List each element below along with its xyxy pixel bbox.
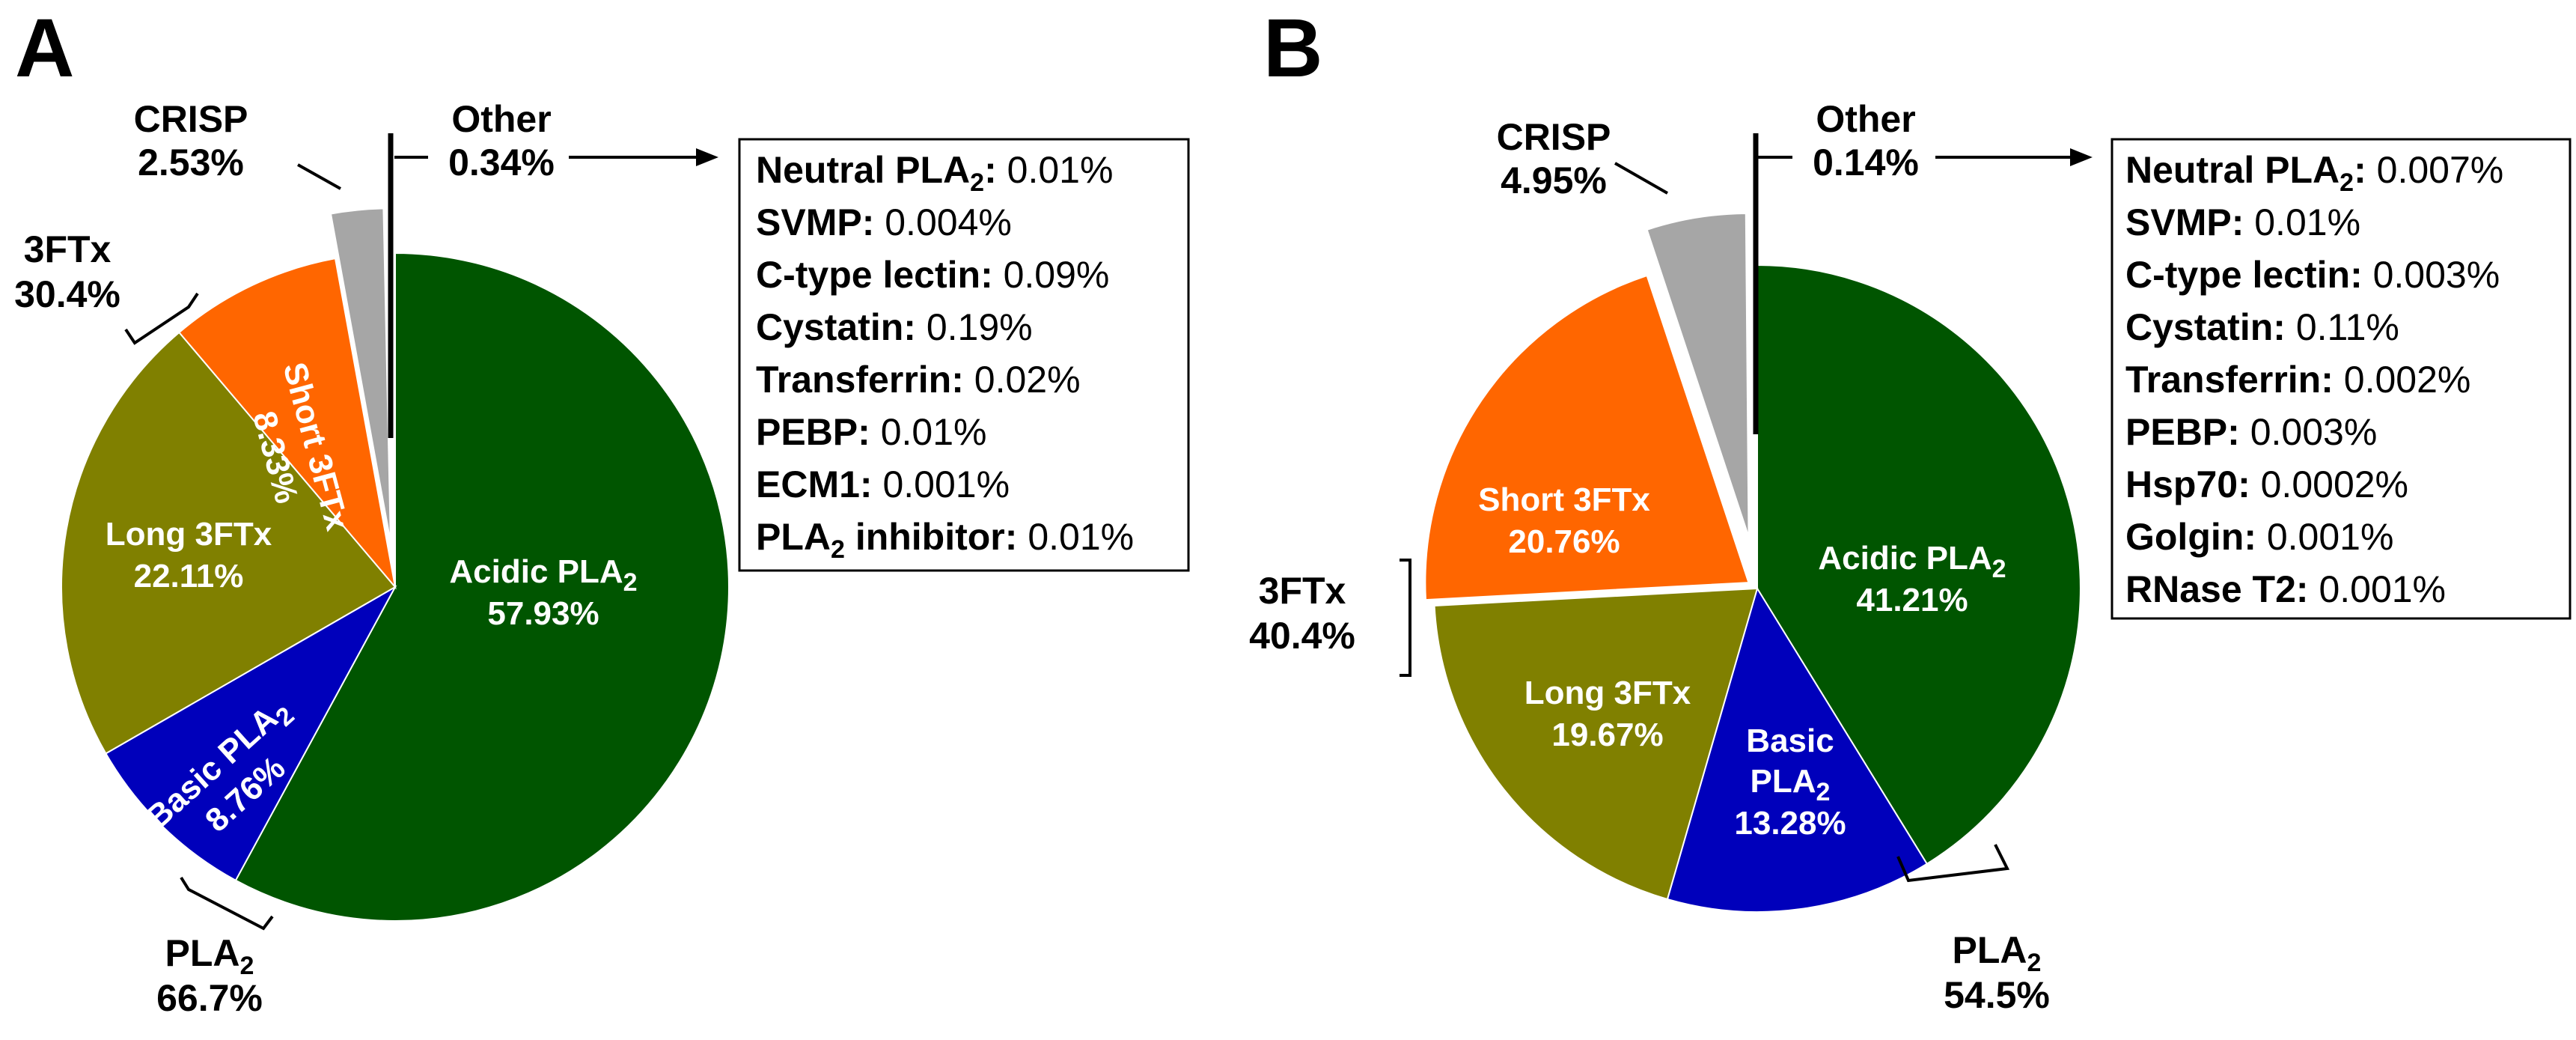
slice-percent: 20.76% (1508, 523, 1620, 560)
breakdown-row: C-type lectin: 0.09% (756, 254, 1109, 296)
crisp-percent: 2.53% (138, 142, 244, 183)
slice-label-long: Long 3FTx 22.11% (106, 516, 272, 594)
breakdown-row: Neutral PLA2: 0.007% (2125, 149, 2503, 197)
breakdown-row: Hsp70: 0.0002% (2125, 463, 2408, 505)
breakdown-row: SVMP: 0.004% (756, 201, 1012, 243)
breakdown-value: 0.003% (2373, 254, 2500, 296)
crisp-label: CRISP (134, 98, 248, 140)
group-label-pla2: PLA2 (1953, 929, 2042, 977)
crisp-label: CRISP (1497, 116, 1611, 158)
breakdown-value: 0.001% (882, 463, 1010, 505)
slice-percent: 22.11% (134, 558, 244, 594)
breakdown-value: 0.01% (1028, 516, 1134, 558)
group-percent-pla2: 54.5% (1944, 974, 2050, 1016)
breakdown-row: Cystatin: 0.11% (2125, 306, 2399, 348)
breakdown-row: Transferrin: 0.02% (756, 359, 1081, 401)
slice-name: Acidic PLA2 (449, 553, 637, 597)
breakdown-value: 0.02% (974, 359, 1081, 401)
breakdown-arrow-head (696, 148, 718, 166)
slice-name: Long 3FTx (1524, 675, 1691, 711)
group-bracket-ftx (1400, 559, 1411, 677)
pie-slice-acidic (234, 252, 730, 922)
breakdown-value: 0.01% (2254, 201, 2360, 243)
group-label-pla2: PLA2 (165, 932, 254, 980)
slice-percent: 41.21% (1856, 582, 1968, 618)
breakdown-value: 0.001% (2267, 516, 2394, 558)
slice-label-short: Short 3FTx 20.76% (1478, 481, 1650, 560)
breakdown-row: ECM1: 0.001% (756, 463, 1010, 505)
breakdown-value: 0.09% (1004, 254, 1110, 296)
crisp-leader-line (297, 163, 341, 190)
breakdown-value: 0.003% (2250, 411, 2378, 453)
breakdown-value: 0.01% (1007, 149, 1114, 191)
slice-name: Basic (1746, 723, 1834, 759)
pie-slice-short (1424, 274, 1750, 601)
crisp-leader-line (1614, 162, 1668, 195)
pie-slice-basic (105, 585, 397, 882)
pie-slice-short (177, 258, 397, 590)
breakdown-row: Neutral PLA2: 0.01% (756, 149, 1113, 197)
breakdown-value: 0.11% (2296, 306, 2399, 348)
pie-slice-crisp (329, 207, 391, 543)
panel-label: B (1263, 2, 1322, 94)
slice-name: Long 3FTx (106, 516, 272, 553)
breakdown-value: 0.01% (881, 411, 987, 453)
pie-slice-crisp (1646, 212, 1750, 538)
breakdown-row: Transferrin: 0.002% (2125, 359, 2470, 401)
pie-slice-basic (1666, 586, 1929, 913)
slice-name-line2: PLA2 (1751, 763, 1831, 806)
slice-percent: 13.28% (1734, 805, 1846, 842)
pie-slice-long (1433, 587, 1759, 901)
other-label: Other (451, 98, 551, 140)
other-breakdown-box (738, 138, 1190, 572)
panel-label: A (15, 2, 74, 94)
group-bracket-pla2 (180, 876, 274, 931)
crisp-percent: 4.95% (1501, 159, 1607, 201)
group-label-ftx: 3FTx (1259, 570, 1346, 612)
breakdown-row: PLA2 inhibitor: 0.01% (756, 516, 1134, 564)
group-percent-ftx: 30.4% (14, 273, 120, 315)
pie-slice-acidic (1756, 264, 2081, 866)
breakdown-row: SVMP: 0.01% (2125, 201, 2360, 243)
other-percent: 0.34% (448, 142, 555, 183)
group-percent-ftx: 40.4% (1249, 615, 1355, 657)
pie-slice-long (61, 331, 397, 755)
group-bracket-ftx (124, 292, 199, 345)
slice-percent: 19.67% (1551, 717, 1663, 753)
slice-percent: 57.93% (487, 595, 599, 632)
breakdown-value: 0.007% (2377, 149, 2504, 191)
breakdown-value: 0.002% (2344, 359, 2471, 401)
breakdown-row: RNase T2: 0.001% (2125, 568, 2446, 610)
breakdown-value: 0.001% (2319, 568, 2446, 610)
breakdown-value: 0.004% (885, 201, 1012, 243)
breakdown-row: C-type lectin: 0.003% (2125, 254, 2500, 296)
group-bracket-pla2 (1896, 844, 2010, 883)
other-breakdown-box (2110, 138, 2572, 620)
breakdown-row: PEBP: 0.003% (2125, 411, 2377, 453)
breakdown-row: Cystatin: 0.19% (756, 306, 1033, 348)
breakdown-arrow-head (2070, 148, 2093, 166)
other-label: Other (1816, 98, 1915, 140)
other-percent: 0.14% (1813, 142, 1919, 183)
breakdown-row: Golgin: 0.001% (2125, 516, 2393, 558)
breakdown-value: 0.19% (927, 306, 1033, 348)
breakdown-row: PEBP: 0.01% (756, 411, 987, 453)
slice-name: Short 3FTx (1478, 481, 1650, 518)
group-label-ftx: 3FTx (24, 228, 112, 270)
slice-label-long: Long 3FTx 19.67% (1524, 675, 1691, 753)
slice-name: Acidic PLA2 (1818, 540, 2006, 583)
group-percent-pla2: 66.7% (156, 977, 263, 1019)
breakdown-value: 0.0002% (2261, 463, 2408, 505)
